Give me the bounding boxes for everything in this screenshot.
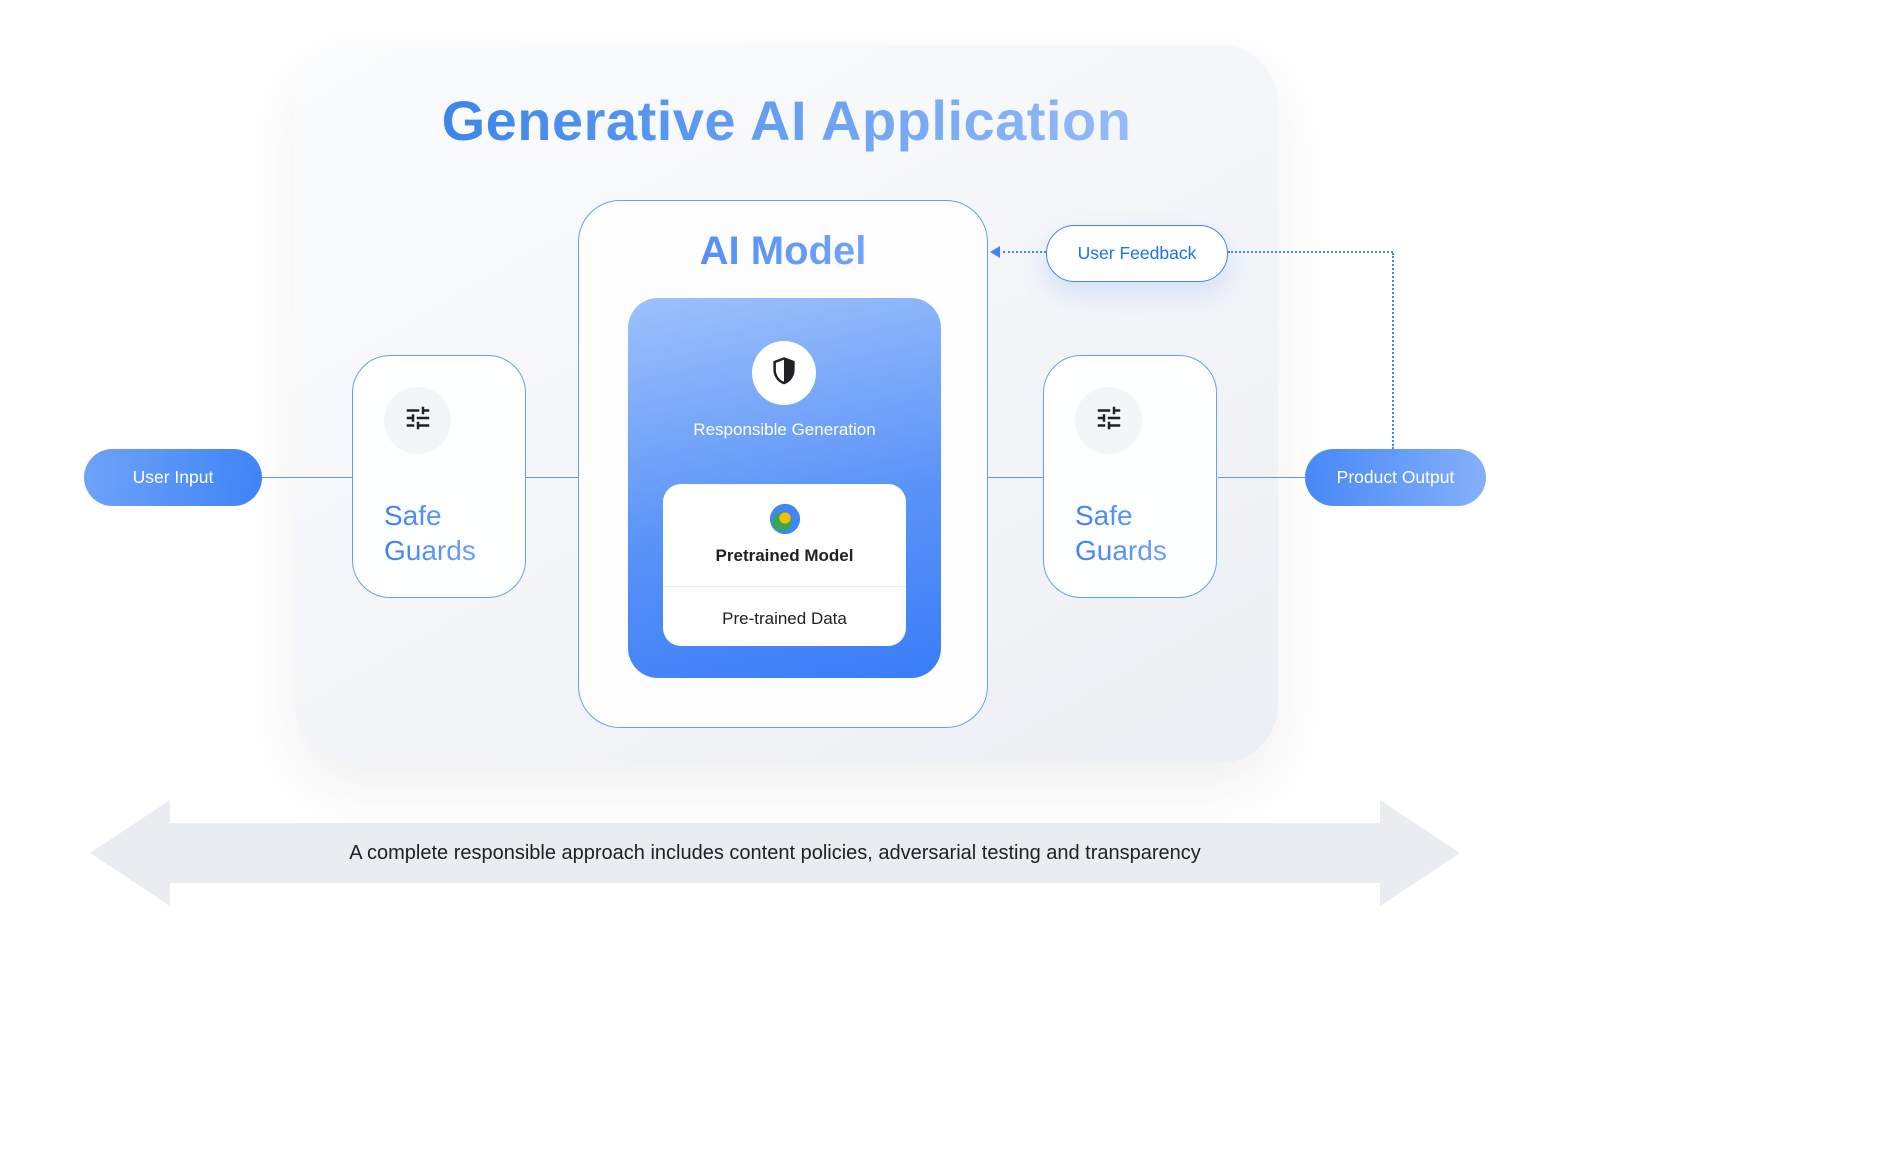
feedback-arrowhead-icon [990,246,1000,258]
user-feedback-pill: User Feedback [1046,225,1228,282]
banner-text: A complete responsible approach includes… [349,841,1201,864]
connector-safeguards-aimodel [526,477,578,478]
shield-icon-circle [752,341,816,405]
ai-model-title: AI Model [579,229,987,274]
user-input-pill: User Input [84,449,262,506]
feedback-dotted-line-vertical [1392,253,1394,449]
responsible-generation-label: Responsible Generation [693,420,876,439]
feedback-dotted-line-left [1003,251,1046,253]
ai-model-card: AI Model Responsible Generation [578,200,988,728]
page-title: Generative AI Application [295,88,1278,153]
product-output-pill: Product Output [1305,449,1486,506]
divider [663,586,906,587]
tune-icon [403,403,433,438]
pretrained-model-label: Pretrained Model [715,546,854,565]
responsible-generation-card: Responsible Generation Pretrained Model … [628,298,941,678]
safeguards-right-label: Safe Guards [1075,498,1187,568]
safeguards-right-card: Safe Guards [1043,355,1217,598]
tune-icon-circle [384,387,451,454]
model-icon [663,502,906,536]
shield-icon [769,356,799,391]
tune-icon [1094,403,1124,438]
product-output-label: Product Output [1336,467,1455,487]
safeguards-left-card: Safe Guards [352,355,526,598]
connector-aimodel-safeguards [988,477,1043,478]
user-input-label: User Input [132,467,214,487]
connector-userinput-safeguards [262,477,352,478]
responsible-approach-banner: A complete responsible approach includes… [90,800,1460,906]
pretrained-data-label: Pre-trained Data [722,609,847,628]
tune-icon-circle [1075,387,1142,454]
user-feedback-label: User Feedback [1077,243,1197,263]
connector-safeguards-productoutput [1218,477,1305,478]
feedback-dotted-line-right [1228,251,1393,253]
safeguards-left-label: Safe Guards [384,498,496,568]
pretrained-model-card: Pretrained Model Pre-trained Data [663,484,906,646]
